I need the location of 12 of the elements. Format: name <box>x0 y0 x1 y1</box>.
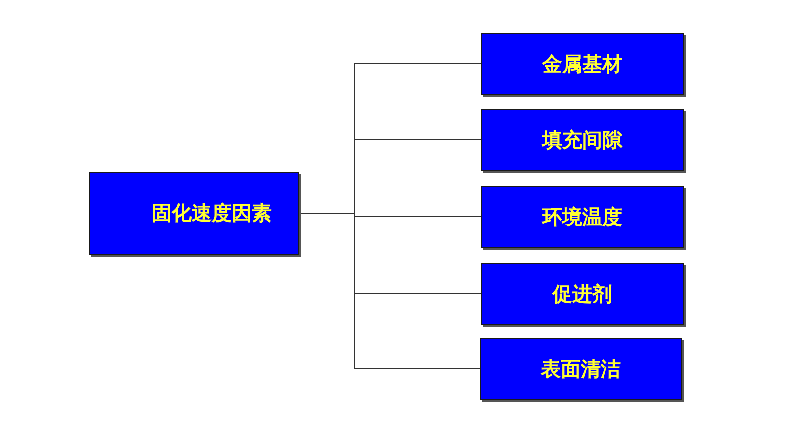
box-label: 环境温度 <box>542 204 622 230</box>
box-label: 金属基材 <box>542 50 622 78</box>
factor-box <box>481 109 684 171</box>
box-label: 表面清洁 <box>541 356 621 382</box>
box-label: 固化速度因素 <box>152 200 272 227</box>
factor-box <box>481 186 684 248</box>
box-label: 填充间隙 <box>542 126 622 154</box>
box-label: 促进剂 <box>552 280 612 308</box>
factor-box <box>89 172 299 255</box>
factor-box <box>480 338 682 400</box>
factor-box <box>481 263 684 325</box>
factor-box <box>481 33 684 95</box>
